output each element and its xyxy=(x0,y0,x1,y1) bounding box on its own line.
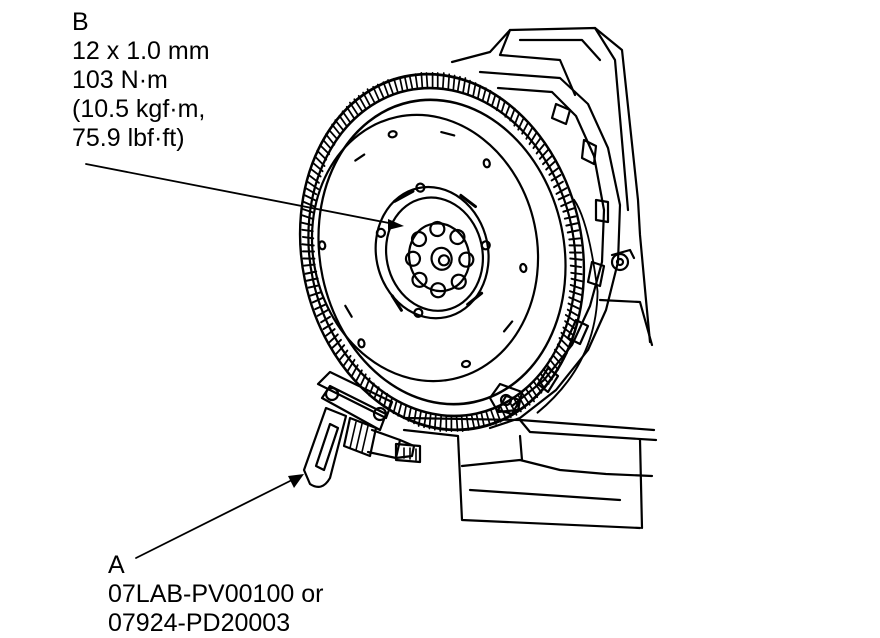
callout-a: A 07LAB-PV00100 or 07924-PD20003 xyxy=(108,551,323,638)
callout-b-line-3: (10.5 kgf·m, xyxy=(72,95,206,123)
callout-a-letter: A xyxy=(108,551,125,579)
callout-b-letter: B xyxy=(72,8,89,36)
flywheel-face xyxy=(310,113,540,383)
callout-b-line-4: 75.9 lbf·ft) xyxy=(72,124,185,152)
leader-line-a xyxy=(135,479,293,559)
leader-lines xyxy=(85,163,404,559)
flywheel-holder-tool xyxy=(302,370,416,489)
arrowhead-b xyxy=(388,219,404,230)
arrowhead-a xyxy=(288,474,304,488)
engine-housing xyxy=(394,26,658,530)
callout-a-line-2: 07924-PD20003 xyxy=(108,609,291,637)
callout-b-line-2: 103 N·m xyxy=(72,66,168,94)
callout-b-line-1: 12 x 1.0 mm xyxy=(72,37,210,65)
callout-a-line-1: 07LAB-PV00100 or xyxy=(108,580,324,608)
callout-b: B 12 x 1.0 mm 103 N·m (10.5 kgf·m, 75.9 … xyxy=(72,8,210,153)
ring-gear xyxy=(298,72,599,432)
leader-line-b xyxy=(85,163,395,225)
